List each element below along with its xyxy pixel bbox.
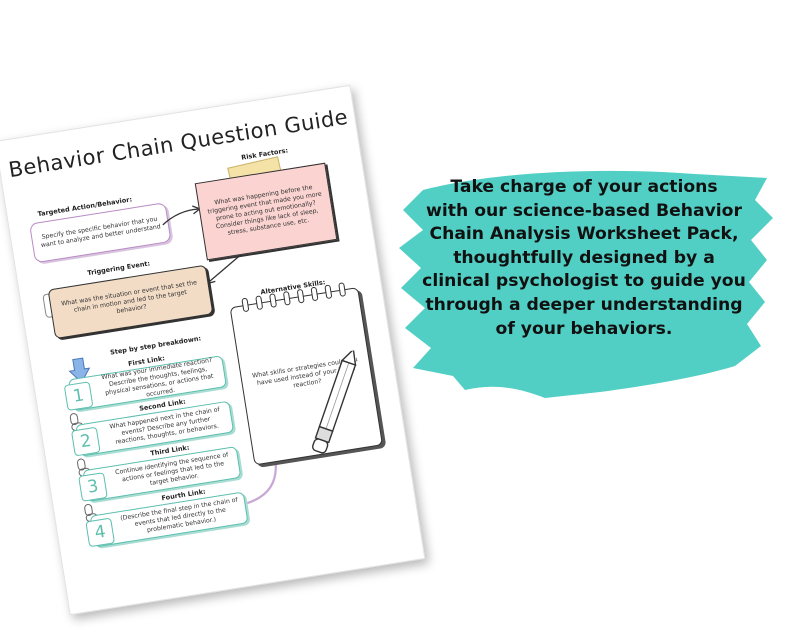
promo-line: with our science-based Behavior	[426, 200, 742, 221]
promo-line: Take charge of your actions	[450, 177, 718, 197]
link-number-3: 3	[78, 472, 108, 502]
teal-brush-background	[399, 170, 773, 398]
link-text-4: (Describe the final step in the chain of…	[119, 496, 239, 535]
link-text-3: Continue identifying the sequence of act…	[114, 451, 229, 488]
promo-line: clinical psychologist to guide you	[422, 271, 746, 292]
link-text-2: What happened next in the chain of event…	[109, 406, 221, 446]
promo-line: Chain Analysis Worksheet Pack,	[429, 224, 739, 245]
promo-line: thoughtfully designed by a	[453, 247, 715, 268]
promo-line: of your behaviors.	[495, 318, 673, 339]
link-number-1: 1	[63, 381, 94, 411]
trigger-text: What was the situation or event that set…	[60, 279, 198, 316]
risk-text: What was happening before the triggering…	[207, 183, 323, 237]
pencil-icon	[311, 348, 357, 454]
worksheet-preview: Behavior Chain Question Guide Targeted A…	[0, 84, 426, 616]
risk-box: What was happening before the triggering…	[194, 162, 338, 261]
link-number-4: 4	[85, 517, 116, 548]
promo-text: Take charge of your actions with our sci…	[392, 176, 776, 341]
trigger-box: What was the situation or event that set…	[47, 264, 214, 340]
link-text-1: What was your immediate reaction? Descri…	[100, 356, 214, 399]
promo-line: through a deeper understanding	[425, 294, 743, 315]
breakdown-label: Step by step breakdown:	[109, 334, 202, 357]
link-number-2: 2	[70, 426, 101, 457]
worksheet-page: Behavior Chain Question Guide Targeted A…	[0, 84, 426, 616]
targeted-text: Specify the specific behavior that you w…	[40, 215, 162, 250]
